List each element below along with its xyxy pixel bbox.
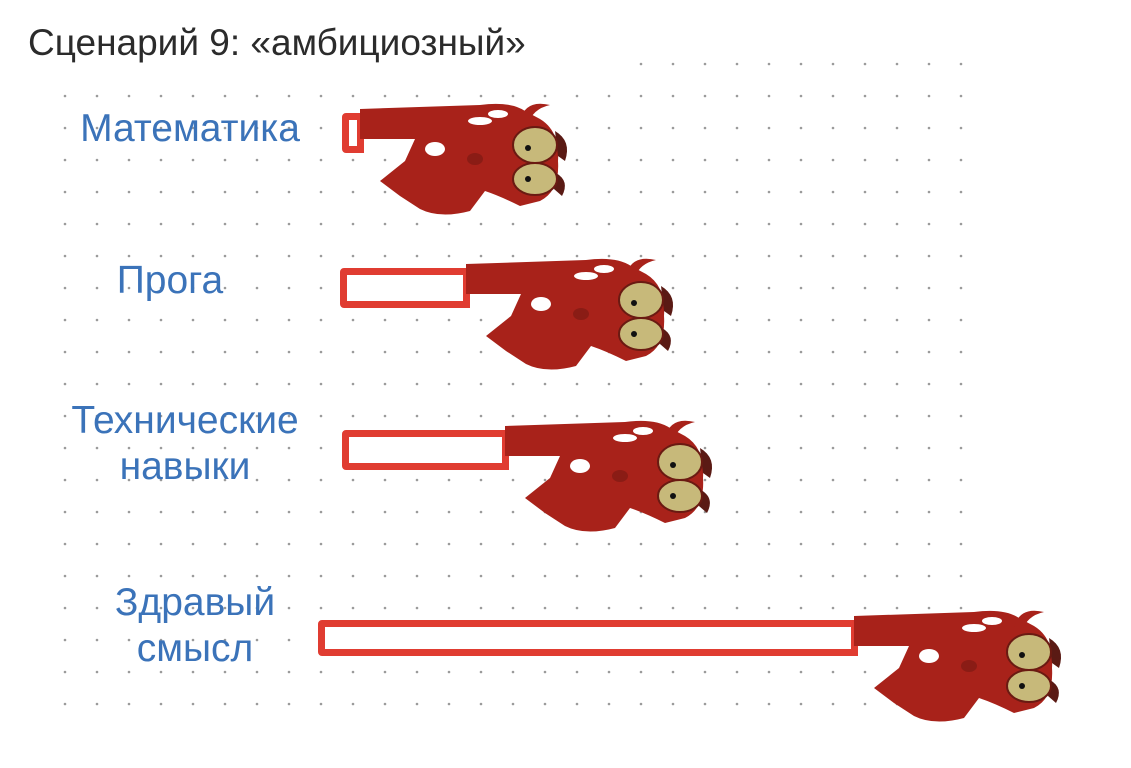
label-line: Здравый (114, 581, 276, 624)
dragon-head-icon (854, 608, 1069, 738)
label-line: Математика (80, 107, 300, 150)
label-line: Прога (116, 259, 224, 302)
dragon-head-icon (359, 101, 575, 231)
dragon-head-icon (505, 418, 720, 548)
dragon-head-icon (465, 256, 681, 386)
progress-bar (342, 430, 510, 470)
label-line: смысл (136, 627, 254, 670)
label-math: Математика (60, 106, 320, 152)
label-line: навыки (119, 445, 251, 488)
slide-title: Сценарий 9: «амбициозный» (28, 22, 526, 63)
label-line: Технические (71, 399, 299, 442)
progress-bar (318, 620, 858, 656)
label-programming: Прога (60, 258, 280, 304)
progress-bar (340, 268, 470, 308)
